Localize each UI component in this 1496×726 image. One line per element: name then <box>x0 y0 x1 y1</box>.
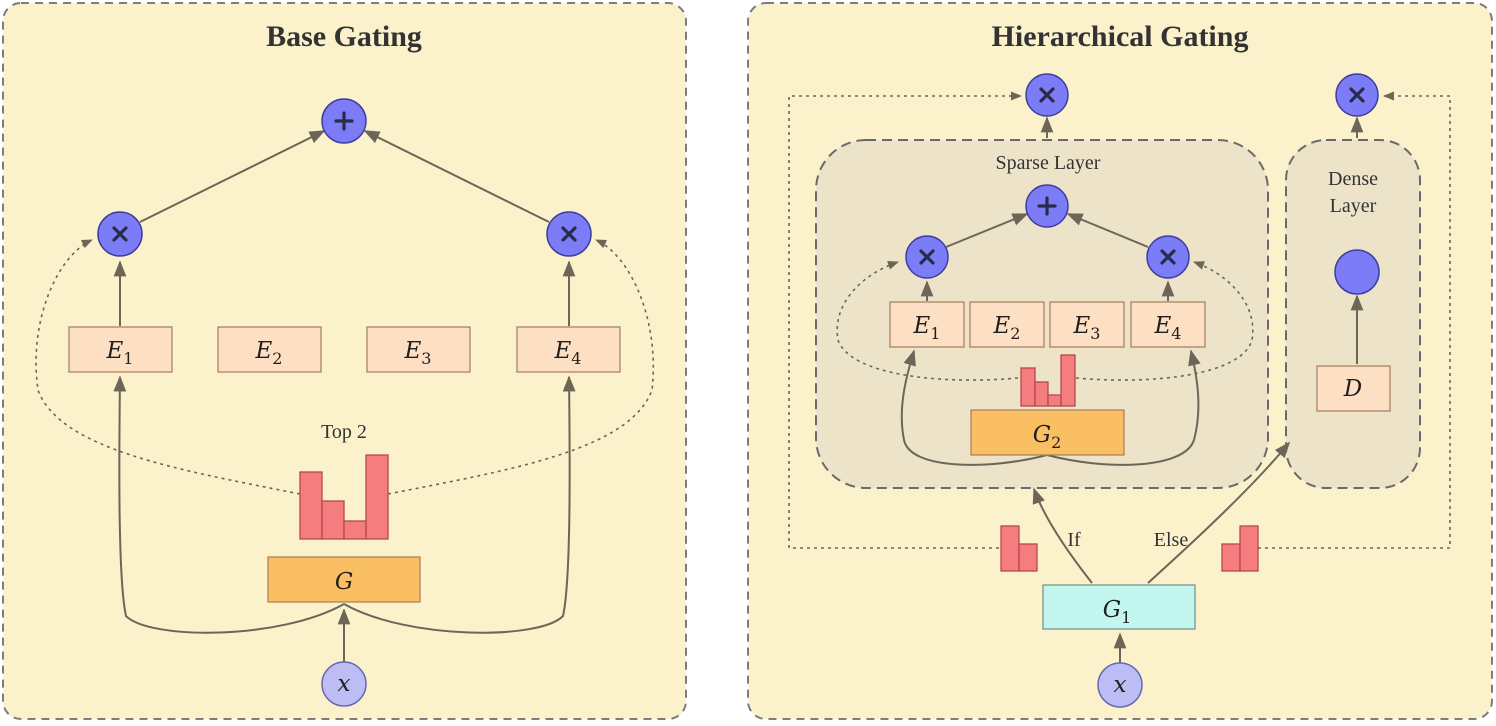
edge-right-multiply-to-sum <box>363 130 550 223</box>
gate-weight-bar <box>1020 367 1036 407</box>
sparse-expert-e2: E2 <box>969 301 1045 348</box>
edge-g1-else-to-dense <box>1147 441 1291 584</box>
svg-text:E4: E4 <box>554 338 582 368</box>
gate-weight-bar <box>321 500 345 540</box>
svg-text:D: D <box>1343 376 1362 402</box>
gate-weight-bar <box>365 454 389 540</box>
base-panel-background <box>2 2 687 720</box>
dotted-weight-to-right-multiply <box>387 239 655 495</box>
times-icon <box>1039 87 1055 103</box>
svg-text:G: G <box>335 569 353 595</box>
sparse-right-multiply-operator <box>1146 235 1190 279</box>
g2-weight-bars <box>1020 354 1076 407</box>
edge-left-multiply-to-sum <box>945 213 1029 248</box>
topk-label: Top 2 <box>321 421 367 443</box>
edge-right-multiply-to-sum <box>1066 213 1149 248</box>
dotted-weight-to-right-multiply <box>1075 261 1254 381</box>
svg-text:x: x <box>1114 672 1127 698</box>
gate-weight-bar <box>1018 543 1038 572</box>
sparse-expert-e4: E4 <box>1130 301 1206 348</box>
edge-g2-to-e1 <box>900 349 1048 466</box>
hierarchical-gating-title: Hierarchical Gating <box>992 20 1249 53</box>
svg-text:E3: E3 <box>1073 313 1101 343</box>
dotted-if-weight-to-output <box>788 91 1023 549</box>
dense-layer-node <box>1334 249 1380 295</box>
svg-text:x: x <box>338 671 351 697</box>
svg-text:E1: E1 <box>106 338 134 368</box>
sum-operator <box>321 98 367 144</box>
else-label: Else <box>1154 529 1189 551</box>
right-multiply-operator <box>546 211 592 257</box>
plus-icon <box>1037 196 1057 216</box>
expert-e3: E3 <box>366 326 471 373</box>
sparse-expert-e3: E3 <box>1049 301 1125 348</box>
gate-weight-bars <box>299 454 389 540</box>
svg-text:E1: E1 <box>913 313 941 343</box>
sparse-output-multiply-operator <box>1025 73 1069 117</box>
left-multiply-operator <box>97 211 143 257</box>
gate-weight-bar <box>1034 381 1049 407</box>
dense-layer-box <box>1285 139 1421 489</box>
dotted-weight-to-left-multiply <box>836 261 1019 381</box>
g1-if-weight-bars <box>1000 525 1038 572</box>
g1-else-weight-bars <box>1221 525 1259 572</box>
plus-icon <box>334 111 354 131</box>
dense-block-d: D <box>1316 365 1391 412</box>
times-icon <box>112 226 128 242</box>
dense-layer-label-line2: Layer <box>1330 195 1377 217</box>
hierarchical-gating-panel: Hierarchical Gating Sparse Layer Dense L… <box>747 2 1493 720</box>
svg-text:E2: E2 <box>993 313 1021 343</box>
svg-text:G1: G1 <box>1103 597 1132 627</box>
dotted-weight-to-left-multiply <box>35 239 301 495</box>
svg-text:E2: E2 <box>255 338 283 368</box>
dense-layer-label-line1: Dense <box>1328 168 1378 190</box>
sparse-sum-operator <box>1025 184 1069 228</box>
expert-e1: E1 <box>68 326 173 373</box>
sparse-expert-e1: E1 <box>889 301 965 348</box>
gate-weight-bar <box>1221 543 1241 572</box>
gate-weight-bar <box>1047 394 1062 407</box>
svg-text:E3: E3 <box>404 338 432 368</box>
gate-weight-bar <box>1000 525 1020 572</box>
base-gating-title: Base Gating <box>266 20 422 53</box>
edge-gate-to-e1 <box>113 375 345 634</box>
times-icon <box>561 226 577 242</box>
times-icon <box>1160 249 1176 265</box>
times-icon <box>919 249 935 265</box>
edge-gate-to-e4 <box>343 375 576 634</box>
gate-g: G <box>267 556 421 603</box>
gate-weight-bar <box>343 520 367 540</box>
edge-g1-if-to-sparse <box>1032 487 1093 584</box>
sparse-layer-label: Sparse Layer <box>996 152 1101 174</box>
input-x: x <box>321 661 367 707</box>
expert-e4: E4 <box>516 326 621 373</box>
dense-output-multiply-operator <box>1335 73 1379 117</box>
gate-weight-bar <box>299 471 323 540</box>
gate-g1: G1 <box>1042 584 1196 630</box>
gate-g2: G2 <box>970 409 1125 456</box>
base-gating-panel: Base Gating <box>2 2 687 720</box>
if-label: If <box>1067 529 1081 551</box>
svg-text:G2: G2 <box>1033 422 1062 452</box>
svg-text:E4: E4 <box>1154 313 1182 343</box>
edge-left-multiply-to-sum <box>139 130 326 223</box>
expert-e2: E2 <box>217 326 322 373</box>
hierarchical-input-x: x <box>1097 662 1143 708</box>
gate-weight-bar <box>1060 354 1076 407</box>
sparse-left-multiply-operator <box>905 235 949 279</box>
edge-g2-to-e4 <box>1046 349 1201 466</box>
gate-weight-bar <box>1239 525 1259 572</box>
times-icon <box>1349 87 1365 103</box>
